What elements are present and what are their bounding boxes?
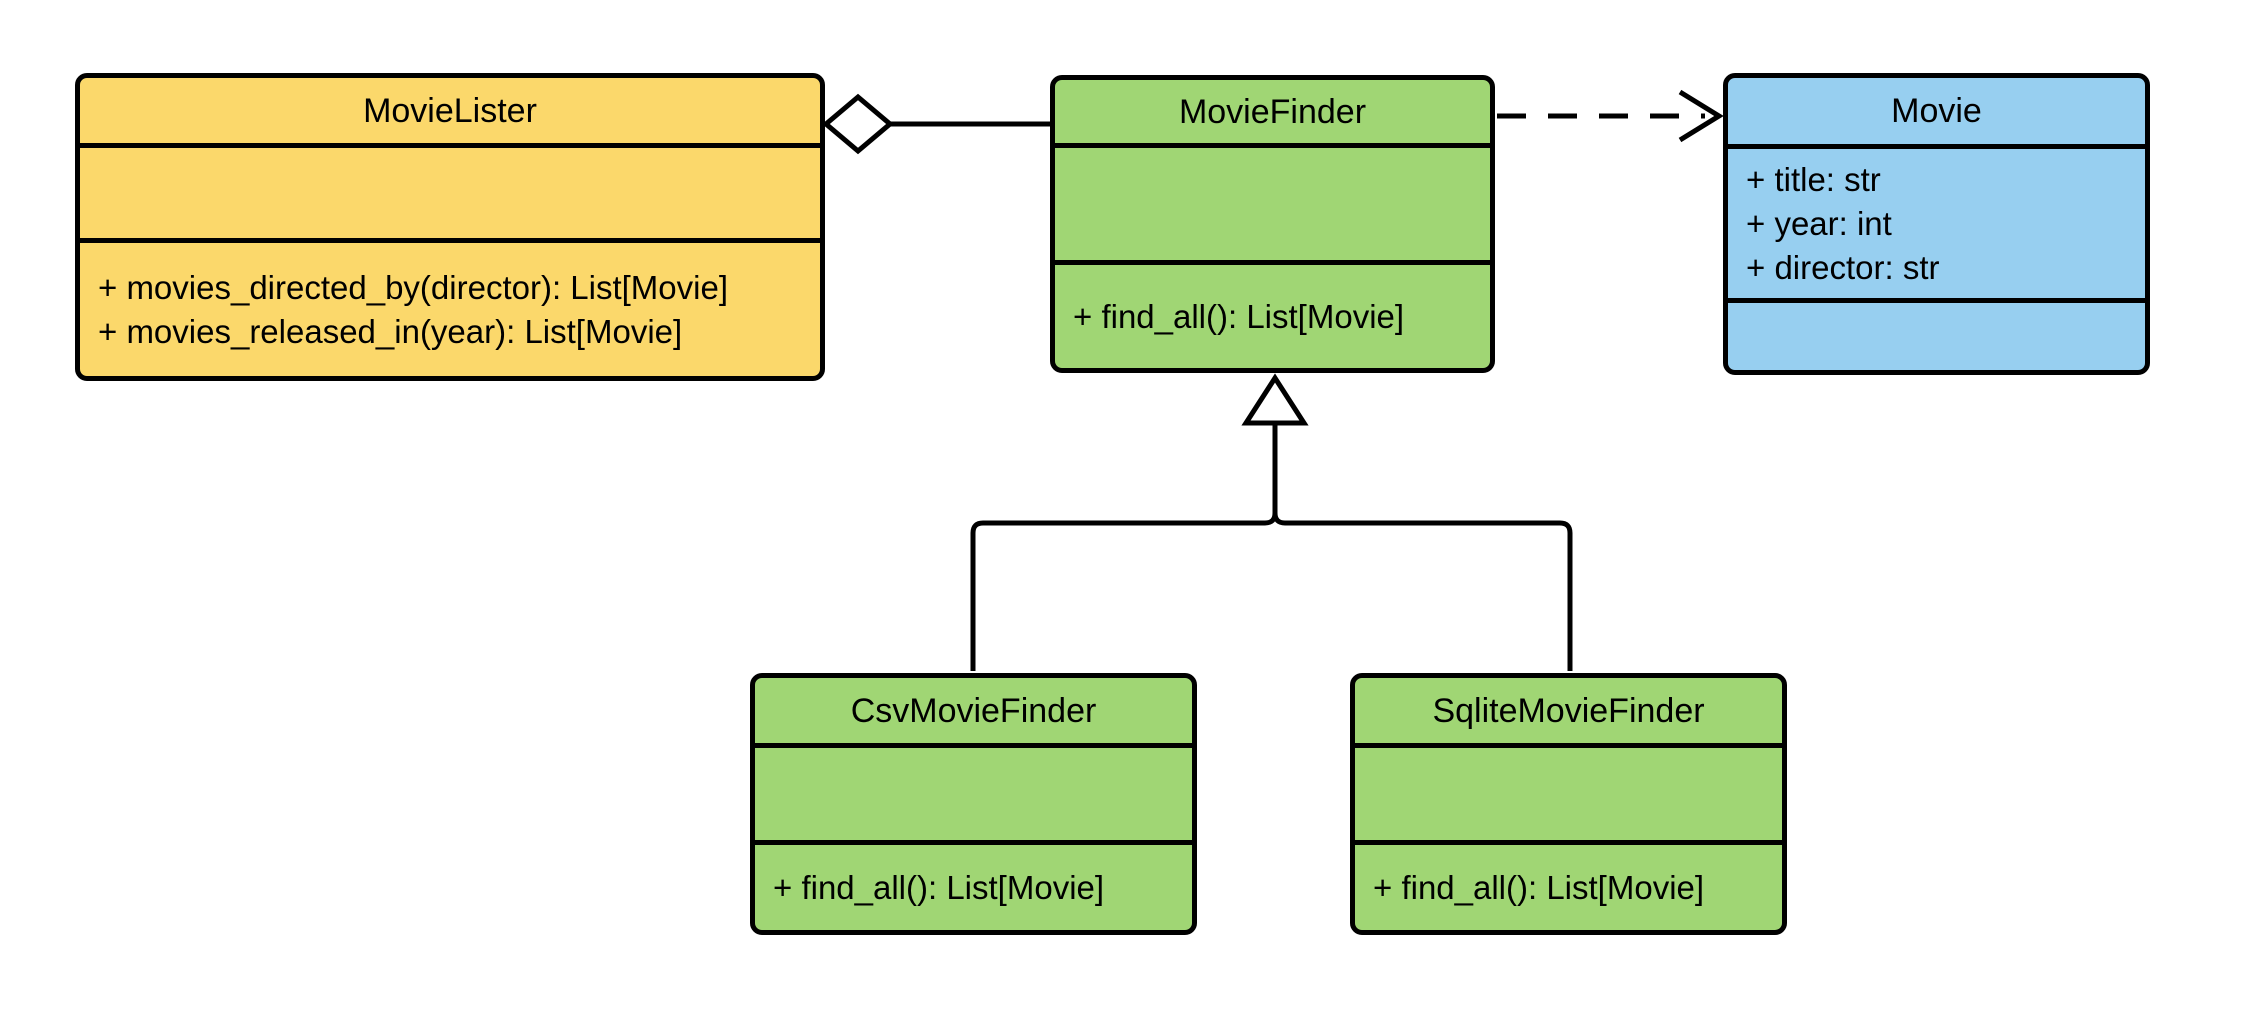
inheritance-connector-sqlite [1272,423,1573,671]
method-row: + find_all(): List[Movie] [1373,868,1705,906]
class-title-sqlitemoviefinder: SqliteMovieFinder [1355,678,1782,748]
class-movielister: MovieLister + movies_directed_by(directo… [75,73,825,381]
class-csvmoviefinder: CsvMovieFinder + find_all(): List[Movie] [750,673,1197,935]
attribute-row: + director: str [1746,248,1940,286]
methods-section-movie [1728,303,2145,370]
methods-section-movielister: + movies_directed_by(director): List[Mov… [80,243,820,376]
class-movie: Movie + title: str + year: int + directo… [1723,73,2150,375]
attributes-section-movie: + title: str + year: int + director: str [1728,149,2145,303]
class-title-csvmoviefinder: CsvMovieFinder [755,678,1192,748]
attribute-row: + title: str [1746,160,1881,198]
attributes-section-sqlitemoviefinder [1355,748,1782,845]
methods-section-csvmoviefinder: + find_all(): List[Movie] [755,845,1192,930]
dependency-arrow-icon [1678,89,1724,143]
method-row: + find_all(): List[Movie] [1073,297,1405,335]
inheritance-triangle-icon [1241,373,1309,426]
method-row: + movies_directed_by(director): List[Mov… [98,268,728,306]
methods-section-moviefinder: + find_all(): List[Movie] [1055,265,1490,368]
class-sqlitemoviefinder: SqliteMovieFinder + find_all(): List[Mov… [1350,673,1787,935]
aggregation-diamond-icon [822,93,894,155]
methods-section-sqlitemoviefinder: + find_all(): List[Movie] [1355,845,1782,930]
attributes-section-moviefinder [1055,148,1490,265]
class-title-movielister: MovieLister [80,78,820,148]
class-title-movie: Movie [1728,78,2145,149]
class-title-moviefinder: MovieFinder [1055,80,1490,148]
class-moviefinder: MovieFinder + find_all(): List[Movie] [1050,75,1495,373]
method-row: + movies_released_in(year): List[Movie] [98,312,683,350]
method-row: + find_all(): List[Movie] [773,868,1105,906]
attributes-section-movielister [80,148,820,243]
inheritance-connector-csv [970,423,1278,671]
attribute-row: + year: int [1746,204,1892,242]
attributes-section-csvmoviefinder [755,748,1192,845]
